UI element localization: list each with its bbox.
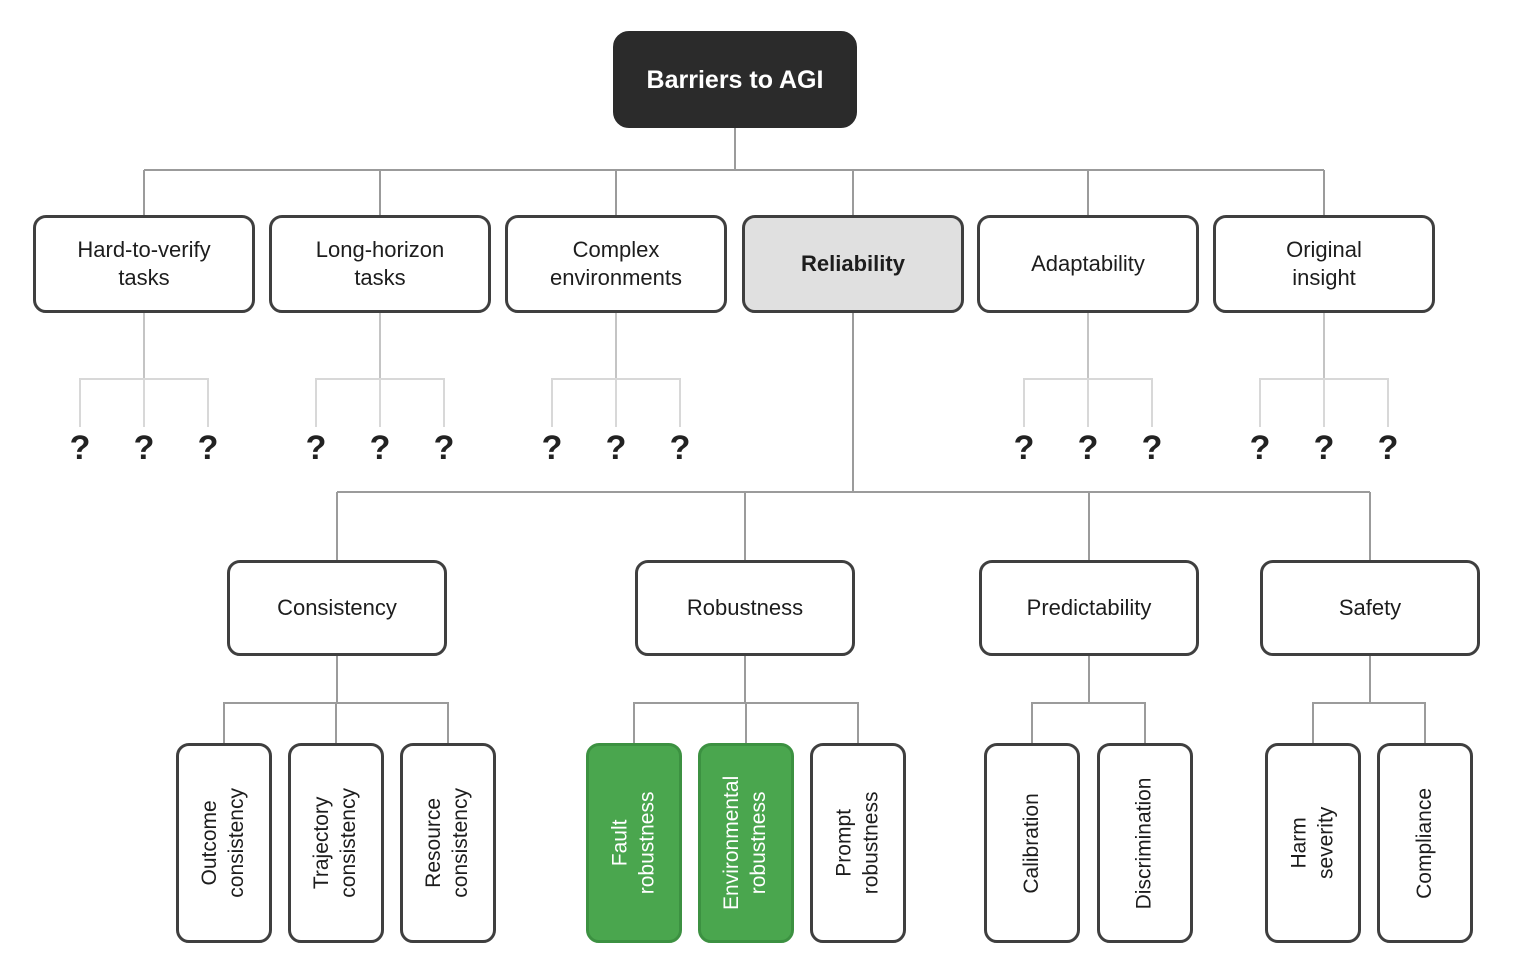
unknown-placeholder: ? bbox=[69, 429, 91, 467]
node-adaptability: Adaptability bbox=[977, 215, 1199, 313]
unknown-placeholder: ? bbox=[605, 429, 627, 467]
node-calibration: Calibration bbox=[984, 743, 1080, 943]
node-label: Compliance bbox=[1412, 787, 1436, 899]
node-complex-environments: Complex environments bbox=[505, 215, 727, 313]
node-compliance: Compliance bbox=[1377, 743, 1473, 943]
node-prompt-robustness: Prompt robustness bbox=[810, 743, 906, 943]
node-label: Safety bbox=[1338, 594, 1402, 620]
node-label: Prompt robustness bbox=[832, 791, 883, 895]
node-robustness: Robustness bbox=[635, 560, 855, 656]
node-label: Calibration bbox=[1019, 792, 1043, 894]
unknown-stub-paths bbox=[143, 313, 1325, 379]
unknown-placeholder: ? bbox=[1249, 429, 1271, 467]
node-fault-robustness: Fault robustness bbox=[586, 743, 682, 943]
node-barriers-to-agi: Barriers to AGI bbox=[613, 31, 857, 128]
node-label: Predictability bbox=[1026, 594, 1152, 620]
node-original-insight: Original insight bbox=[1213, 215, 1435, 313]
node-label: Hard-to-verify tasks bbox=[77, 236, 211, 290]
node-long-horizon-tasks: Long-horizon tasks bbox=[269, 215, 491, 313]
node-label: Adaptability bbox=[1031, 250, 1145, 276]
node-label: Complex environments bbox=[549, 236, 683, 290]
node-environmental-robustness: Environmental robustness bbox=[698, 743, 794, 943]
unknown-placeholder: ? bbox=[541, 429, 563, 467]
node-label: Harm severity bbox=[1287, 806, 1337, 880]
node-label: Discrimination bbox=[1132, 777, 1156, 909]
unknown-placeholder: ? bbox=[1141, 429, 1163, 467]
unknown-placeholder: ? bbox=[1013, 429, 1035, 467]
node-label: Environmental robustness bbox=[720, 775, 771, 911]
unknown-placeholder: ? bbox=[1077, 429, 1099, 467]
node-label: Original insight bbox=[1286, 236, 1362, 290]
node-label: Outcome consistency bbox=[198, 788, 248, 898]
node-trajectory-consistency: Trajectory consistency bbox=[288, 743, 384, 943]
unknown-placeholder: ? bbox=[197, 429, 219, 467]
unknown-placeholder: ? bbox=[305, 429, 327, 467]
node-predictability: Predictability bbox=[979, 560, 1199, 656]
node-label: Robustness bbox=[686, 594, 804, 620]
unknown-placeholder: ? bbox=[669, 429, 691, 467]
node-label: Consistency bbox=[277, 594, 397, 620]
node-reliability: Reliability bbox=[742, 215, 964, 313]
node-consistency: Consistency bbox=[227, 560, 447, 656]
node-outcome-consistency: Outcome consistency bbox=[176, 743, 272, 943]
node-label: Resource consistency bbox=[422, 788, 472, 898]
unknown-placeholder: ? bbox=[1313, 429, 1335, 467]
unknown-placeholder: ? bbox=[1377, 429, 1399, 467]
unknown-bracket-paths bbox=[79, 378, 1389, 427]
node-safety: Safety bbox=[1260, 560, 1480, 656]
node-label: Fault robustness bbox=[608, 791, 659, 895]
node-discrimination: Discrimination bbox=[1097, 743, 1193, 943]
node-harm-severity: Harm severity bbox=[1265, 743, 1361, 943]
unknown-placeholder: ? bbox=[133, 429, 155, 467]
node-label: Barriers to AGI bbox=[646, 65, 824, 94]
node-label: Reliability bbox=[801, 250, 905, 276]
node-resource-consistency: Resource consistency bbox=[400, 743, 496, 943]
node-label: Long-horizon tasks bbox=[315, 236, 445, 290]
node-hard-to-verify-tasks: Hard-to-verify tasks bbox=[33, 215, 255, 313]
unknown-placeholder: ? bbox=[369, 429, 391, 467]
unknown-placeholder: ? bbox=[433, 429, 455, 467]
node-label: Trajectory consistency bbox=[310, 788, 360, 898]
